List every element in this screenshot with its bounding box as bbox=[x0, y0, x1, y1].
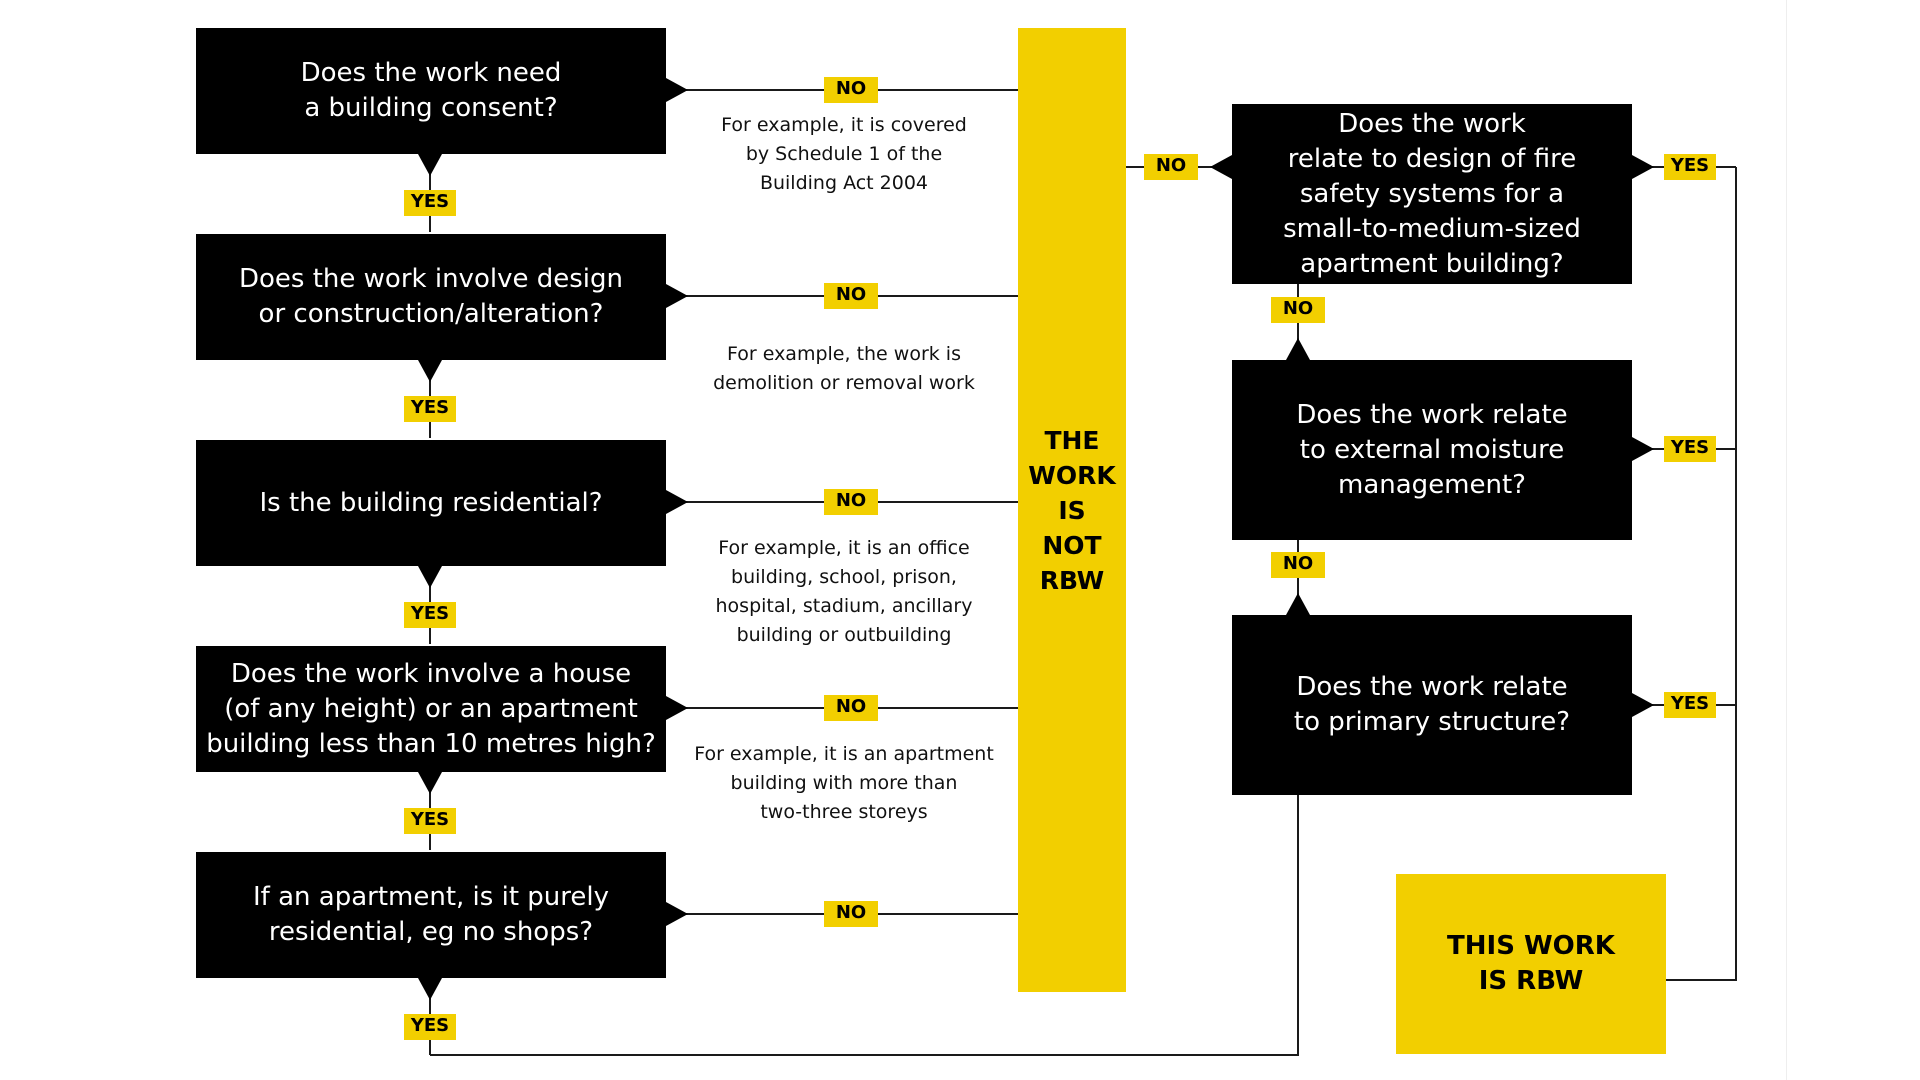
no-label: NO bbox=[1144, 154, 1198, 180]
example-note: For example, it is an apartment building… bbox=[694, 743, 994, 823]
yes-label: YES bbox=[1664, 436, 1716, 462]
no-label: NO bbox=[824, 695, 878, 721]
question-primary-structure: Does the work relate to primary structur… bbox=[1232, 615, 1632, 795]
outcome-not-rbw: THE WORK IS NOT RBW bbox=[1018, 28, 1126, 992]
question-residential: Is the building residential? bbox=[196, 440, 666, 566]
yes-label: YES bbox=[404, 190, 456, 216]
example-note: For example, it is an office building, s… bbox=[715, 537, 973, 646]
yes-label: YES bbox=[1664, 692, 1716, 718]
question-design-construction: Does the work involve design or construc… bbox=[196, 234, 666, 360]
yes-label: YES bbox=[1664, 154, 1716, 180]
question-house-or-apartment: Does the work involve a house (of any he… bbox=[196, 646, 666, 772]
yes-label: YES bbox=[404, 808, 456, 834]
question-fire-safety: Does the work relate to design of fire s… bbox=[1232, 104, 1632, 284]
outcome-rbw: THIS WORK IS RBW bbox=[1396, 874, 1666, 1054]
no-label: NO bbox=[1271, 297, 1325, 323]
outcome-rbw-label: THIS WORK IS RBW bbox=[1447, 931, 1615, 996]
no-label: NO bbox=[824, 77, 878, 103]
no-label: NO bbox=[1271, 552, 1325, 578]
question-purely-residential: If an apartment, is it purely residentia… bbox=[196, 852, 666, 978]
no-label: NO bbox=[824, 901, 878, 927]
page-edge-divider bbox=[1786, 0, 1787, 1080]
example-note: For example, the work is demolition or r… bbox=[713, 343, 975, 394]
question-building-consent: Does the work need a building consent? bbox=[196, 28, 666, 154]
example-note: For example, it is covered by Schedule 1… bbox=[721, 114, 967, 194]
yes-label: YES bbox=[404, 396, 456, 422]
no-label: NO bbox=[824, 283, 878, 309]
question-moisture: Does the work relate to external moistur… bbox=[1232, 360, 1632, 540]
outcome-not-rbw-label: THE WORK IS NOT RBW bbox=[1028, 425, 1116, 595]
yes-label: YES bbox=[404, 602, 456, 628]
yes-label: YES bbox=[404, 1014, 456, 1040]
no-label: NO bbox=[824, 489, 878, 515]
